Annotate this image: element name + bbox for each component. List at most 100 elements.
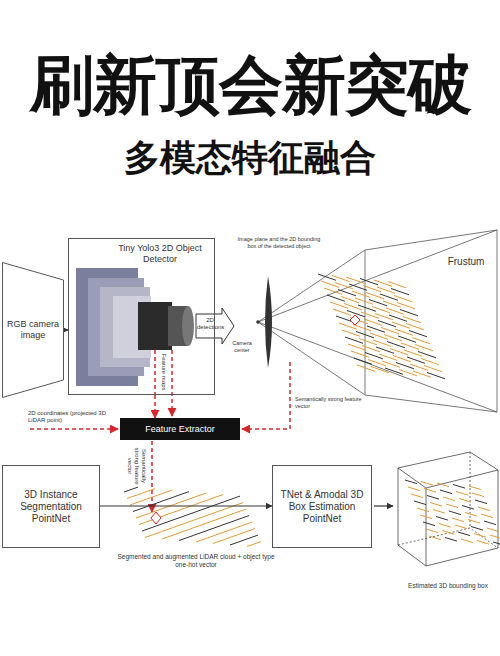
cloud-stroke — [161, 497, 175, 502]
frustum — [258, 230, 497, 412]
cloud-stroke — [372, 307, 390, 313]
cloud-stroke — [487, 528, 499, 532]
cloud-stroke — [475, 500, 487, 504]
cloud-stroke — [346, 277, 364, 283]
signal-label: Semantically strong feature vector — [125, 444, 147, 488]
frustum-cloud — [318, 274, 445, 379]
cloud-stroke — [173, 523, 187, 528]
object-point — [151, 512, 161, 524]
annotation: Camera center — [226, 340, 258, 353]
cloud-stroke — [213, 539, 227, 544]
cloud-stroke — [385, 368, 403, 374]
cloud-stroke — [436, 517, 448, 521]
box-text: 3D Instance Segmentation PointNet — [7, 489, 95, 525]
cloud-stroke — [190, 524, 204, 529]
cloud-stroke — [391, 289, 409, 295]
cloud-stroke — [474, 534, 486, 538]
cloud-stroke — [384, 335, 402, 341]
cloud-stroke — [241, 529, 255, 534]
detector-box: Tiny Yolo3 2D Object Detector — [68, 238, 215, 395]
cloud-stroke — [410, 364, 428, 370]
cloud-stroke — [178, 498, 192, 503]
cloud-stroke — [423, 522, 435, 526]
cloud-stroke — [215, 508, 229, 513]
image-plane — [265, 276, 272, 368]
cloud-stroke — [443, 497, 455, 501]
cloud-stroke — [429, 536, 441, 540]
cloud-stroke — [181, 505, 195, 510]
cloud-stroke — [238, 522, 252, 527]
cloud-stroke — [452, 518, 464, 522]
cloud-stroke — [392, 322, 410, 328]
cloud-stroke — [373, 340, 391, 346]
cloud-stroke — [338, 290, 356, 296]
cloud-stroke — [388, 282, 406, 288]
cloud-stroke — [414, 501, 426, 505]
cloud-stroke — [413, 371, 431, 377]
cloud-stroke — [227, 534, 241, 539]
cloud-stroke — [196, 537, 210, 542]
box-text: RGB camera image — [6, 319, 60, 341]
edge-label: Feature maps — [160, 352, 167, 392]
cloud-stroke — [192, 493, 206, 498]
cloud-stroke — [221, 521, 235, 526]
cloud-stroke — [150, 508, 164, 513]
cloud-stroke — [389, 315, 407, 321]
cloud-stroke — [421, 359, 439, 365]
cloud-stroke — [187, 518, 201, 523]
cloud-stroke — [354, 358, 372, 364]
annotation: Segmented and augmented LiDAR cloud + ob… — [116, 553, 276, 569]
cloud-stroke — [390, 349, 408, 355]
cloud-stroke — [162, 534, 176, 539]
cloud-stroke — [439, 524, 451, 528]
box-heading: Tiny Yolo3 2D Object Detector — [110, 243, 210, 265]
signal-label: 2D coordinates (projected 3D LiDAR point… — [28, 410, 120, 424]
cloud-stroke — [371, 367, 389, 373]
cloud-stroke — [142, 526, 156, 531]
cloud-stroke — [424, 366, 442, 372]
cloud-stroke — [472, 493, 484, 497]
cloud-stroke — [195, 500, 209, 505]
cloud-stroke — [411, 494, 423, 498]
cloud-stroke — [400, 310, 418, 316]
cloud-stroke — [427, 496, 439, 500]
cloud-stroke — [244, 535, 258, 540]
cloud-stroke — [321, 281, 339, 287]
camera-center — [256, 320, 260, 324]
cloud-stroke — [363, 286, 381, 292]
cloud-stroke — [184, 511, 198, 516]
cloud-stroke — [395, 329, 413, 335]
cloud-stroke — [361, 312, 379, 318]
cloud-stroke — [224, 527, 238, 532]
process-box: TNet & Amodal 3D Box Estimation PointNet — [272, 465, 372, 548]
cloud-stroke — [442, 531, 454, 535]
cloud-stroke — [218, 514, 232, 519]
connector — [100, 505, 272, 506]
cloud-stroke — [404, 350, 422, 356]
cloud-stroke — [167, 510, 181, 515]
cloud-stroke — [459, 499, 471, 503]
cloud-stroke — [324, 288, 342, 294]
cloud-stroke — [342, 330, 360, 336]
feature-line — [242, 362, 290, 429]
cloud-stroke — [421, 482, 433, 486]
feature-line — [151, 441, 153, 512]
cloud-stroke — [209, 495, 223, 500]
cloud-stroke — [341, 297, 359, 303]
cloud-stroke — [130, 500, 144, 505]
title: 刷新顶会新突破 — [0, 50, 500, 120]
cloud-stroke — [378, 321, 396, 327]
cloud-stroke — [471, 527, 483, 531]
cloud-stroke — [427, 373, 445, 379]
cloud-stroke — [408, 487, 420, 491]
cloud-stroke — [370, 333, 388, 339]
cloud-stroke — [353, 325, 371, 331]
annotation: Image plane and the 2D bounding box of t… — [236, 236, 322, 249]
cloud-stroke — [210, 532, 224, 537]
cloud-stroke — [426, 529, 438, 533]
process-box: 3D Instance Segmentation PointNet — [2, 465, 100, 548]
bounding-box-3d — [398, 452, 498, 566]
cloud-stroke — [386, 308, 404, 314]
cloud-stroke — [481, 514, 493, 518]
cnn-stack — [76, 268, 194, 386]
